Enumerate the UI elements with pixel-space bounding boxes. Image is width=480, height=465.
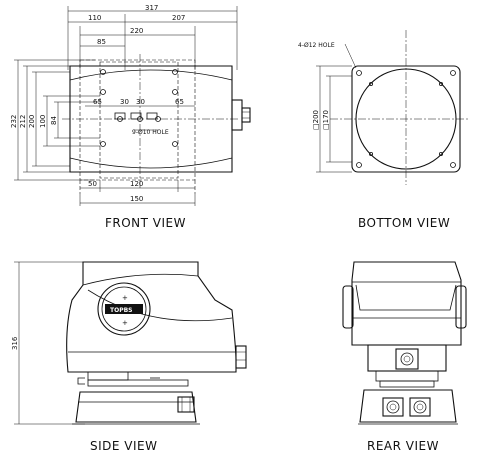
dim-overall-width: 317 — [145, 4, 158, 12]
rear-view-label: REAR VIEW — [367, 439, 439, 453]
dim-bottom-inner: □170 — [322, 110, 330, 130]
side-logo-text: TOPBS — [110, 307, 133, 314]
bottom-view-label: BOTTOM VIEW — [358, 216, 450, 230]
dim-height-200: 200 — [28, 115, 36, 128]
dim-right-offset: 65 — [175, 98, 184, 106]
rear-view: REAR VIEW — [342, 261, 467, 453]
dim-side-height: 316 — [11, 336, 19, 350]
dim-left-width: 110 — [88, 14, 101, 22]
dim-bottom-total: 150 — [130, 195, 143, 203]
bottom-view: 4-Ø12 HOLE □200 □170 BOTTOM VIEW — [298, 30, 468, 230]
dim-height-100: 100 — [39, 115, 47, 128]
dim-bottom-mid: 120 — [130, 180, 143, 188]
dim-left-offset: 65 — [93, 98, 102, 106]
side-view: 316 TOPBS + + SIDE VIEW — [11, 261, 247, 453]
dim-upper-width: 220 — [130, 27, 143, 35]
dim-height-232: 232 — [10, 115, 18, 128]
dim-hole-gap-left: 30 — [120, 98, 129, 106]
logo-plus-top: + — [122, 294, 128, 302]
dim-bottom-outer: □200 — [312, 110, 320, 130]
bottom-hole-note: 4-Ø12 HOLE — [298, 42, 335, 49]
side-view-label: SIDE VIEW — [90, 439, 158, 453]
dim-right-width: 207 — [172, 14, 185, 22]
logo-plus-bottom: + — [122, 319, 128, 327]
dim-height-84: 84 — [50, 116, 58, 125]
front-view: 317 110 207 220 85 232 212 200 100 84 — [10, 4, 251, 230]
dim-inner-width: 85 — [97, 38, 106, 46]
dim-hole-gap-right: 30 — [136, 98, 145, 106]
dim-bottom-left: 50 — [88, 180, 97, 188]
front-hole-note: 9-Ø10 HOLE — [132, 129, 169, 136]
front-view-label: FRONT VIEW — [105, 216, 186, 230]
dim-height-212: 212 — [19, 115, 27, 128]
